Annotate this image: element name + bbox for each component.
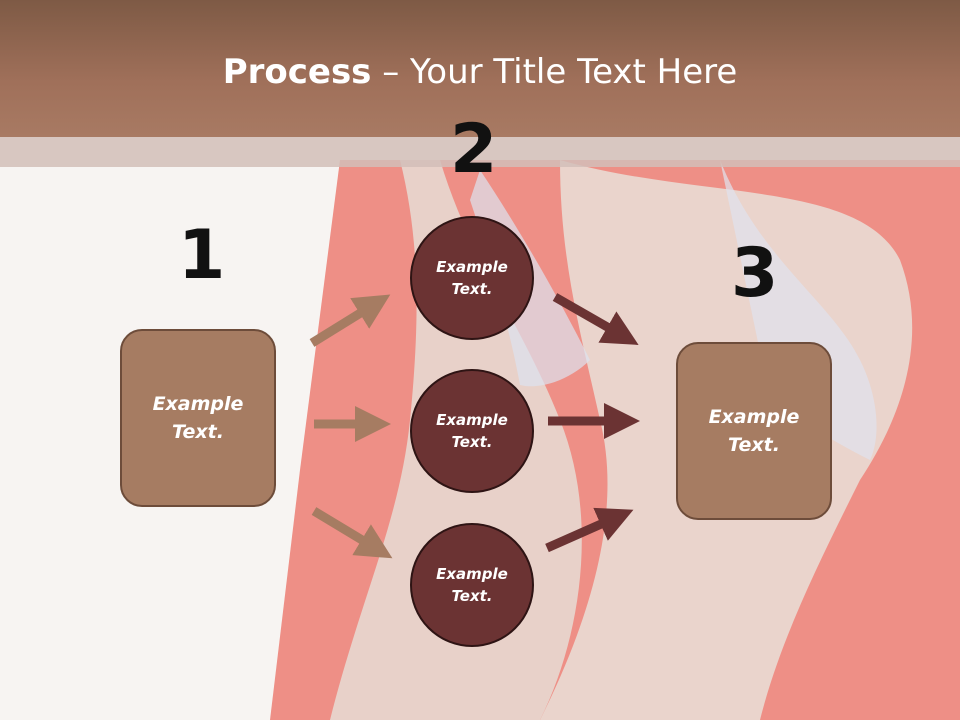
step-number-3: 3 xyxy=(731,234,779,313)
circle-top: Example Text. xyxy=(410,216,534,340)
title-sub-band xyxy=(0,137,960,167)
step-1-text: Example Text. xyxy=(152,392,244,444)
step-1-box: Example Text. xyxy=(120,329,276,507)
title-band xyxy=(0,0,960,137)
circle-bottom-text: Example Text. xyxy=(436,564,508,606)
arrow-circle-bottom-to-3 xyxy=(545,507,634,553)
circle-bottom: Example Text. xyxy=(410,523,534,647)
title-rest: – Your Title Text Here xyxy=(371,52,738,92)
step-3-box: Example Text. xyxy=(676,342,832,520)
step-3-text: Example Text. xyxy=(708,405,800,457)
arrow-1-to-circle-bottom xyxy=(311,507,393,559)
circle-top-text: Example Text. xyxy=(436,257,508,299)
title-bold: Process xyxy=(222,52,372,92)
slide-title: Process – Your Title Text Here xyxy=(0,52,960,92)
circle-middle-text: Example Text. xyxy=(436,410,508,452)
step-number-2: 2 xyxy=(450,110,498,189)
arrow-1-to-circle-top xyxy=(309,294,391,347)
arrow-circle-top-to-3 xyxy=(552,293,639,345)
circle-middle: Example Text. xyxy=(410,369,534,493)
step-number-1: 1 xyxy=(178,216,226,295)
